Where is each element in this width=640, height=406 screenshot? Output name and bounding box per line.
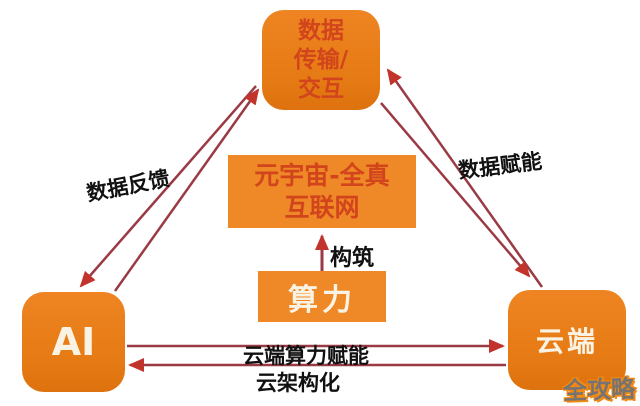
- cloud-node: 云端: [508, 290, 626, 390]
- data-transmission-node: 数据 传输/ 交互: [262, 10, 380, 110]
- label-line: 传输/: [293, 46, 349, 73]
- watermark: 全攻略: [562, 374, 636, 406]
- arrow-top-to-cloud: [380, 102, 531, 278]
- label-line: 交互: [298, 75, 344, 102]
- metaverse-node: 元宇宙-全真 互联网: [228, 155, 416, 228]
- ai-label: AI: [51, 320, 96, 364]
- data-transmission-label: 数据 传输/ 交互: [294, 17, 348, 104]
- ai-node: AI: [22, 292, 125, 392]
- edge-label-cloud-computing-empowerment: 云端算力赋能: [243, 344, 369, 368]
- label-line: 互联网: [284, 192, 360, 222]
- computing-power-label: 算力: [288, 282, 356, 318]
- edge-label-cloud-architecture: 云架构化: [256, 371, 340, 395]
- cloud-label: 云端: [535, 325, 598, 358]
- computing-power-node: 算力: [258, 271, 386, 322]
- arrow-ai-to-top: [113, 88, 260, 292]
- arrow-cloud-to-top: [386, 68, 544, 288]
- label-line: 元宇宙-全真: [254, 160, 390, 190]
- arrow-top-to-ai: [79, 85, 257, 288]
- label-line: 数据: [298, 17, 344, 44]
- metaverse-label: 元宇宙-全真 互联网: [254, 160, 389, 224]
- edge-label-build: 构筑: [330, 246, 375, 271]
